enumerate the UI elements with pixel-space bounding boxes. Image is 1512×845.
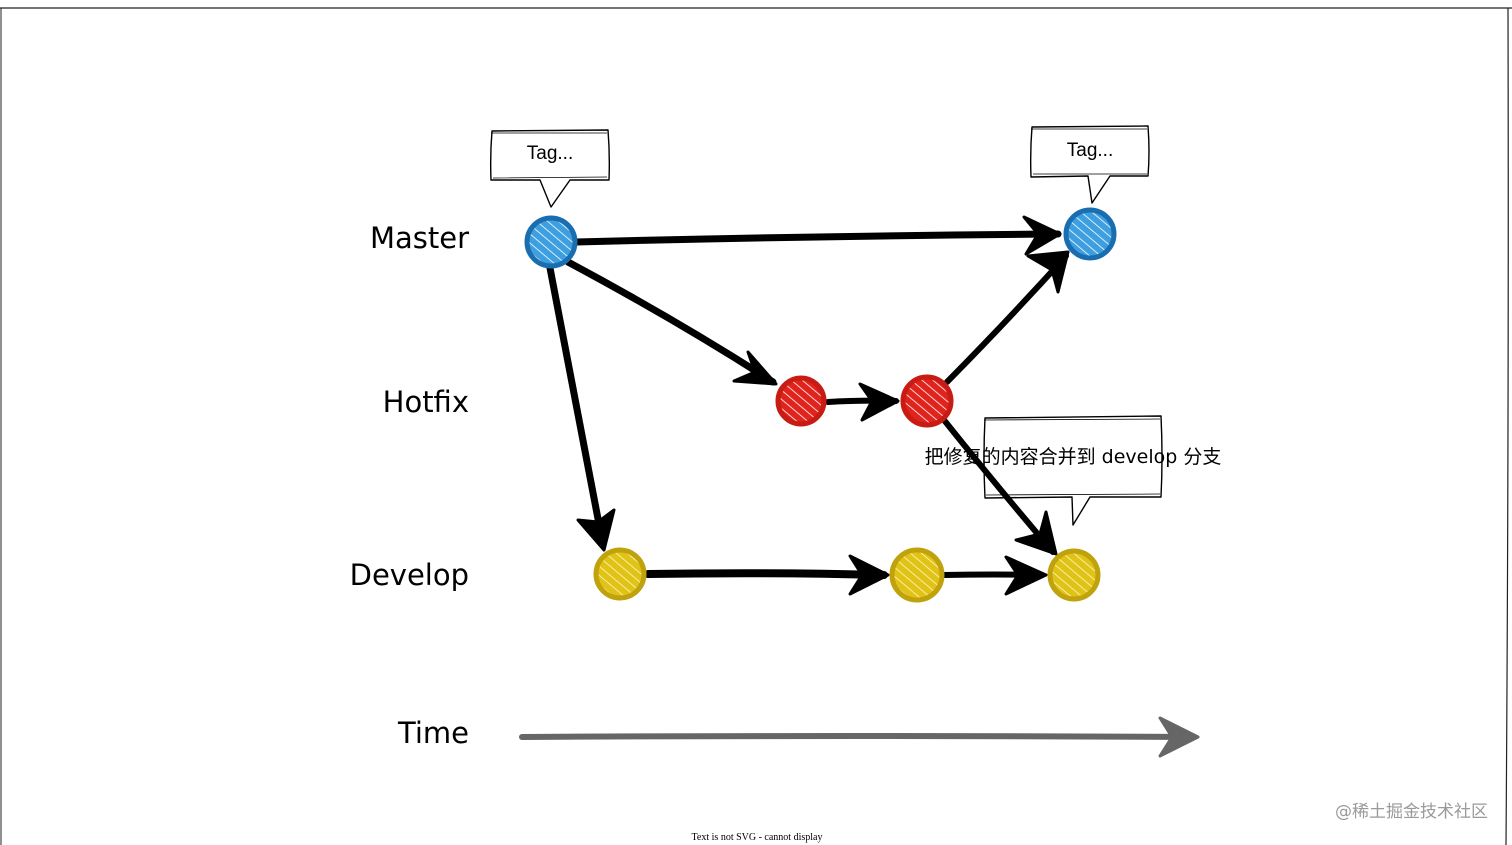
time-axis-line — [519, 733, 1197, 740]
branch-label-hotfix: Hotfix — [383, 385, 469, 419]
tag-callout-2: Tag... — [1029, 125, 1150, 204]
merge-note-callout-sketch — [983, 418, 1161, 496]
tag-callout-1-sketch — [491, 132, 608, 179]
commit-nodes — [524, 207, 1117, 603]
branch-label-master: Master — [370, 221, 469, 255]
edge-master-to-master — [572, 230, 1062, 246]
tag-label-1: Tag... — [527, 143, 573, 164]
commit-edges — [546, 215, 1070, 596]
edge-develop-to-develop-1 — [644, 569, 888, 579]
arrowhead-master-to-develop — [576, 508, 616, 552]
commit-master-1 — [524, 215, 578, 269]
tag-callout-2-sketch — [1031, 128, 1147, 175]
commit-master-2 — [1063, 207, 1117, 261]
commit-hotfix-1 — [775, 375, 827, 427]
merge-note-callout: 把修复的内容合并到 develop 分支 — [925, 415, 1222, 526]
arrowhead-hotfix-to-hotfix — [858, 382, 900, 422]
edge-hotfix-to-master — [944, 253, 1069, 385]
svg-fallback-notice: Text is not SVG - cannot display — [692, 832, 823, 843]
arrowhead-develop-to-develop-1 — [848, 554, 890, 596]
tag-callout-1: Tag... — [489, 129, 611, 208]
arrowhead-hotfix-to-master — [1026, 250, 1070, 294]
edge-master-to-hotfix — [564, 258, 777, 386]
watermark: @稀土掘金技术社区 — [1335, 802, 1488, 822]
commit-develop-2 — [889, 547, 945, 603]
frame-top-border — [0, 7, 1512, 11]
frame-left-border — [0, 7, 2, 845]
tag-callout-1-shape — [489, 129, 611, 208]
edge-hotfix-to-develop — [941, 417, 1056, 555]
arrowhead-master-to-hotfix — [732, 350, 778, 386]
commit-develop-1 — [593, 547, 647, 601]
commit-develop-3 — [1047, 548, 1101, 602]
arrowhead-master-to-master — [1022, 215, 1062, 256]
edge-master-to-develop — [546, 264, 607, 549]
branch-label-develop: Develop — [350, 558, 469, 592]
commit-hotfix-2 — [900, 374, 954, 428]
tag-label-2: Tag... — [1067, 140, 1113, 161]
time-axis-arrowhead — [1158, 716, 1200, 758]
time-axis-label: Time — [397, 716, 469, 750]
merge-note-text: 把修复的内容合并到 develop 分支 — [925, 446, 1222, 468]
frame-right-border — [1505, 7, 1509, 845]
tag-callout-2-shape — [1029, 125, 1150, 204]
arrowhead-hotfix-to-develop — [1014, 510, 1058, 556]
merge-note-callout-shape — [983, 415, 1163, 526]
arrowhead-develop-to-develop-2 — [1004, 555, 1048, 596]
